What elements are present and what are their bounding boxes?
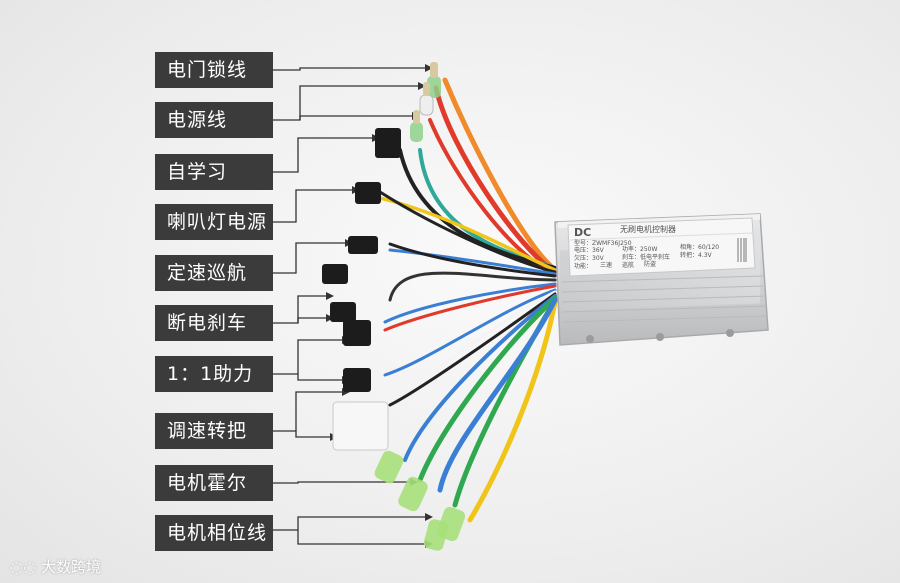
- controller-model: 型号：ZWMF36J250: [574, 239, 632, 247]
- bullet-terminal-phase-3: [423, 519, 449, 551]
- label-horn-light-power: 喇叭灯电源: [155, 204, 273, 240]
- watermark: ◌◌ 大数跨境: [10, 556, 101, 577]
- label-cruise-control: 定速巡航: [155, 255, 273, 291]
- controller-row3-b: 三速: [600, 262, 612, 269]
- label-throttle: 调速转把: [155, 413, 273, 449]
- wire-orange: [442, 77, 558, 273]
- controller-row2-b: 刹车：低电平刹车: [622, 253, 670, 261]
- wire-red-brake: [383, 284, 557, 332]
- bullet-terminal-hall: [374, 450, 404, 484]
- connector-brake-2: [330, 302, 356, 322]
- wire-black-throttle: [388, 292, 557, 407]
- label-motor-phase-wire: 电机相位线: [155, 515, 273, 551]
- label-pedal-assist: 1：1助力: [155, 356, 273, 392]
- bullet-terminal-phase-1: [398, 476, 428, 512]
- label-self-learning: 自学习: [155, 154, 273, 190]
- connector-brake-1: [322, 264, 348, 284]
- leader-lines: [273, 67, 425, 545]
- controller-title: 无刷电机控制器: [620, 224, 676, 234]
- wire-yellow-phase: [467, 299, 558, 523]
- leader-line-6: [273, 295, 326, 324]
- leader-line-2: [273, 85, 418, 121]
- controller-brand: DC: [574, 226, 591, 239]
- screw-1: [586, 335, 594, 343]
- leader-line-9: [273, 481, 410, 484]
- leader-line-4: [273, 189, 352, 223]
- leader-line-8b: [295, 431, 330, 438]
- screw-2: [656, 333, 664, 341]
- connector-self-learn: [375, 128, 401, 158]
- controller-row3-d: 防盗: [644, 260, 656, 268]
- heat-fins: [561, 275, 768, 323]
- controller-row3-c: 巡航: [622, 261, 634, 269]
- wire-yellow-horn: [378, 196, 557, 272]
- connectors: [322, 62, 466, 551]
- leader-line-7: [273, 339, 342, 375]
- connector-assist: [343, 368, 371, 392]
- leader-line-3: [273, 137, 372, 173]
- label-motor-hall: 电机霍尔: [155, 465, 273, 501]
- wire-black-brake1: [388, 271, 557, 302]
- barcode: [737, 238, 747, 262]
- controller-row1-b: 功率：250W: [622, 245, 657, 253]
- controller-row1-c: 相角：60/120: [680, 243, 719, 251]
- leader-line-10b: [297, 530, 425, 545]
- leader-line-1: [273, 67, 425, 71]
- controller-row2-c: 转把：4.3V: [680, 251, 713, 259]
- controller-row1-a: 电压：36V: [574, 246, 605, 254]
- connector-horn-light: [355, 182, 381, 204]
- watermark-text: 大数跨境: [40, 558, 101, 576]
- leader-line-6b: [297, 317, 326, 323]
- label-power-wire: 电源线: [155, 102, 273, 138]
- bullet-terminal-2: [419, 82, 434, 116]
- label-brake-cutoff: 断电刹车: [155, 305, 273, 341]
- watermark-logo-icon: ◌◌: [10, 558, 37, 576]
- leader-line-8: [273, 391, 342, 432]
- controller-row2-a: 欠压：30V: [574, 254, 605, 262]
- wire-blue-hall: [403, 294, 557, 462]
- bullet-terminal-3: [410, 110, 423, 142]
- leader-line-5: [273, 242, 345, 274]
- wire-blue-brake: [383, 282, 557, 324]
- wire-green-hall: [417, 295, 558, 483]
- leader-line-2b: [299, 115, 412, 120]
- leader-line-7b: [297, 374, 342, 381]
- wire-blue-assist: [383, 288, 557, 377]
- label-ignition-lock-wire: 电门锁线: [155, 52, 273, 88]
- bullet-terminal-1: [427, 62, 441, 98]
- wire-black-horn: [378, 190, 557, 274]
- leader-line-10: [273, 516, 425, 531]
- connector-cruise: [348, 236, 378, 254]
- wires: [378, 77, 558, 523]
- controller-box: DC 无刷电机控制器 型号：ZWMF36J250 电压：36V 功率：250W …: [554, 213, 769, 346]
- connector-throttle: [332, 401, 389, 451]
- controller-row3-a: 功能：: [574, 262, 592, 270]
- connector-brake-3: [343, 320, 371, 346]
- screw-3: [726, 329, 734, 337]
- wire-blue-phase: [437, 297, 558, 493]
- wire-red-1: [433, 85, 558, 275]
- wire-blue-cruise: [388, 248, 557, 276]
- wire-black-cruise: [388, 242, 557, 278]
